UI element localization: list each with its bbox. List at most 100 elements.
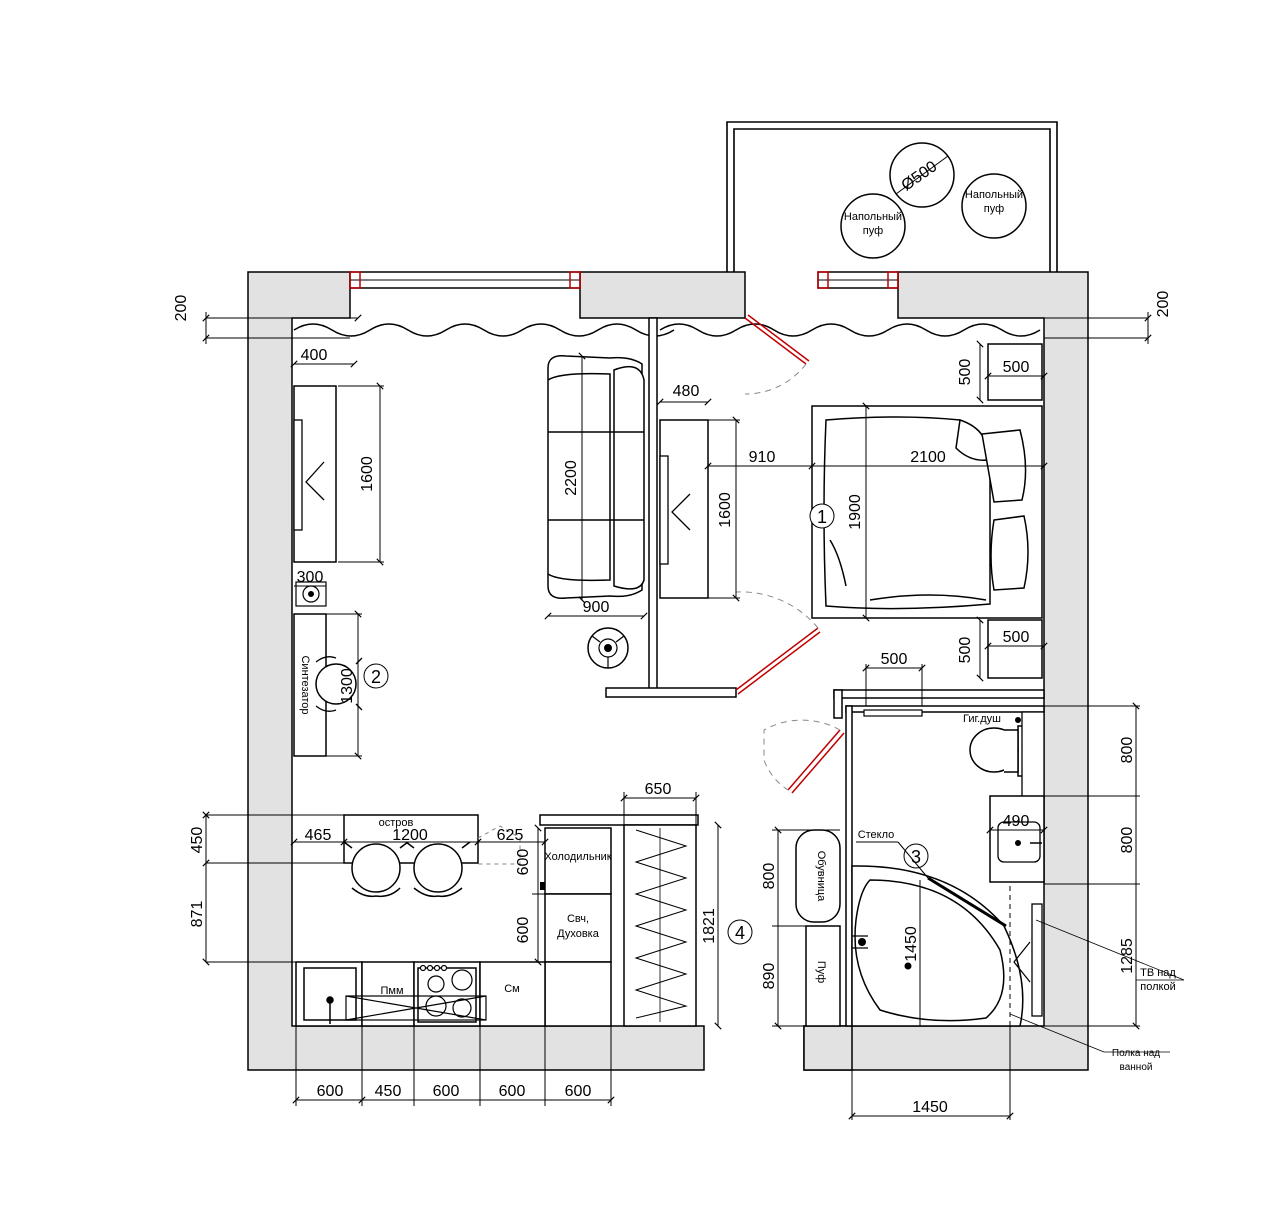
- bath-shelf: [1031, 903, 1043, 1017]
- dim-bed-width: 1900: [847, 494, 864, 530]
- pouf-word: пуф: [984, 203, 1004, 215]
- shoe-rack-label: Обувница: [815, 851, 827, 902]
- oven-column: [544, 893, 612, 963]
- dim-module-4: 600: [499, 1083, 526, 1100]
- zone-4: 4: [735, 923, 745, 943]
- windows: [349, 271, 899, 289]
- dim-module-5: 600: [565, 1083, 592, 1100]
- balcony: [726, 121, 1058, 272]
- doors: [735, 314, 845, 794]
- dim-bedroom-tv-length: 1600: [717, 492, 734, 528]
- tv-shelf-label-2: полкой: [1140, 981, 1175, 993]
- bedroom: [659, 343, 1043, 679]
- bathroom-lower-left-wall: [803, 1025, 853, 1071]
- dim-oven-depth: 600: [515, 917, 532, 944]
- dim-bed-length: 2100: [910, 449, 946, 466]
- dim-toilet: 800: [1119, 737, 1136, 764]
- bath-shelf-label-1: Полка над: [1112, 1048, 1160, 1059]
- dim-fridge-depth: 600: [515, 849, 532, 876]
- dim-sink-zone: 800: [1119, 827, 1136, 854]
- pouf-word: Напольный: [844, 211, 902, 223]
- island-chairs: [343, 841, 471, 898]
- sofa: [547, 355, 645, 599]
- pouf-label-1: Напольный пуф: [844, 211, 902, 237]
- zone-2: 2: [371, 667, 381, 687]
- door-balcony: [744, 317, 807, 365]
- dim-aisle: 871: [189, 901, 206, 928]
- island-chair-2: [413, 843, 463, 893]
- dim-tub-length: 1450: [903, 926, 920, 962]
- kitchen-end-module: [544, 961, 612, 1027]
- balcony-pouf-3: [961, 173, 1027, 239]
- fridge-label: Холодильник: [544, 851, 611, 863]
- dimension-lines: [202, 312, 1185, 1120]
- dishwasher-label: Пмм: [380, 985, 403, 997]
- dim-pouf: 890: [761, 963, 778, 990]
- dim-island-depth: 450: [189, 827, 206, 854]
- dim-living-tv-length: 1600: [359, 456, 376, 492]
- dim-clearance: 625: [497, 827, 524, 844]
- living-tv: [293, 419, 303, 531]
- dim-island-length: 1200: [392, 827, 428, 844]
- door-swings: [735, 363, 841, 791]
- dim-nightstand-bottom-w: 500: [1003, 629, 1030, 646]
- door-bedroom: [735, 627, 819, 691]
- curtains: [293, 323, 1041, 337]
- tv-shelf-label-1: ТВ над: [1140, 967, 1176, 979]
- zone-3: 3: [911, 847, 921, 867]
- dim-sofa-length: 2200: [563, 460, 580, 496]
- dim-window-left: 200: [173, 295, 190, 322]
- partition-corridor: [605, 687, 737, 698]
- fridge: [544, 827, 612, 895]
- door-bathroom: [787, 729, 841, 791]
- bedroom-tv: [659, 455, 669, 565]
- dimension-labels: 200 200 400 1600 2200 900 300 1300 480 1…: [173, 291, 1176, 1116]
- oven-label-2: Духовка: [557, 928, 600, 940]
- zone-1: 1: [817, 507, 827, 527]
- dim-nightstand-bottom-h: 500: [957, 637, 974, 664]
- living-room: Синтезатор: [293, 355, 645, 757]
- hygienic-shower-rail: [863, 709, 923, 717]
- bath-inner-wall: [1021, 711, 1045, 799]
- top-wall-center: [579, 271, 746, 319]
- bed: [811, 405, 1043, 619]
- dim-sofa-depth: 900: [583, 599, 610, 616]
- pouf-word: пуф: [863, 225, 883, 237]
- dim-bedroom-tv-depth: 480: [673, 383, 700, 400]
- dim-island-offset: 465: [305, 827, 332, 844]
- dim-living-tv-depth: 400: [301, 347, 328, 364]
- kitchen: остров Холодильник Свч, Духовка: [295, 814, 697, 1027]
- island-chair-1: [351, 843, 401, 893]
- dim-synth: 1300: [339, 668, 356, 704]
- dim-window-right: 200: [1155, 291, 1172, 318]
- bath-shelf-label-2: ванной: [1120, 1062, 1153, 1073]
- pouf-label: Пуф: [815, 961, 827, 983]
- wardrobe-left-wall: [539, 814, 699, 826]
- bath-pouf: [805, 925, 841, 1027]
- walls: [247, 271, 1089, 1071]
- nightstand-top: [987, 343, 1043, 401]
- wardrobe-hangers: [634, 828, 688, 1022]
- dim-nightstand-top-h: 500: [957, 359, 974, 386]
- island-label: остров: [379, 817, 414, 829]
- dim-nightstand-top-w: 500: [1003, 359, 1030, 376]
- partition-living-bedroom: [648, 317, 658, 691]
- floor-lamp: [587, 627, 629, 669]
- dim-shelf: 1285: [1119, 938, 1136, 974]
- synthesizer-label: Синтезатор: [299, 655, 311, 714]
- dim-module-3: 600: [433, 1083, 460, 1100]
- zone-markers: 1 2 3 4: [363, 503, 929, 945]
- oven-label-1: Свч,: [567, 913, 589, 925]
- dim-shoe-rack: 800: [761, 863, 778, 890]
- shower-label: Гиг.душ: [963, 713, 1001, 725]
- balcony-pouf-1: [840, 193, 906, 259]
- base-cabinets: [295, 961, 546, 1027]
- partitions: [539, 317, 1045, 1027]
- dim-post: 300: [297, 569, 324, 586]
- dim-module-1: 600: [317, 1083, 344, 1100]
- dim-tub-width: 1450: [912, 1099, 948, 1116]
- glass-screen: [927, 876, 1007, 928]
